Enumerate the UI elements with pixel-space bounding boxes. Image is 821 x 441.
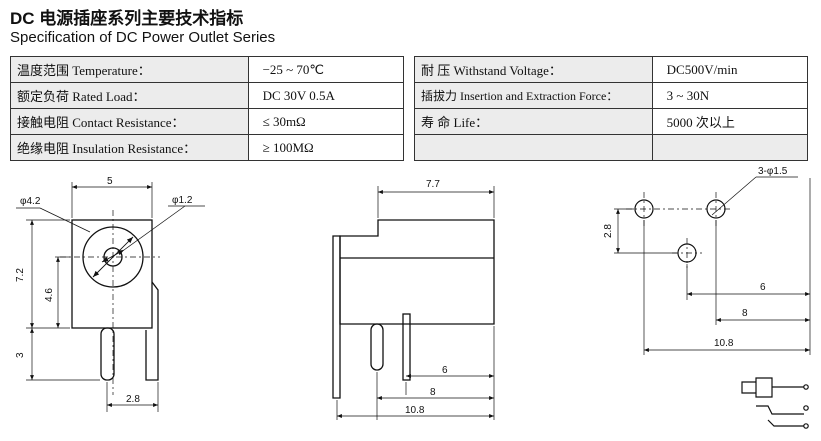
spec-value: ≤ 30mΩ (247, 108, 405, 135)
front-bottom-pin (100, 327, 115, 381)
spec-value: DC500V/min (651, 56, 809, 83)
spec-label: 耐 压 Withstand Voltage： (414, 56, 653, 83)
spec-value: −25 ~ 70℃ (247, 56, 405, 83)
pcb-layout-drawing (614, 176, 811, 355)
dim-front-pin-length: 3 (15, 352, 26, 358)
dim-side-length: 7.7 (426, 179, 440, 190)
side-pin-1 (370, 323, 384, 371)
spec-table-left: 温度范围 Temperature： −25 ~ 70℃ 额定负荷 Rated L… (10, 56, 405, 161)
front-view-drawing (16, 182, 205, 412)
front-body-outline (71, 219, 153, 329)
page-title-cn: DC 电源插座系列主要技术指标 (10, 9, 244, 28)
side-body-outline (339, 219, 495, 325)
dim-side-pin-dist-1: 6 (442, 365, 448, 376)
spec-value: 3 ~ 30N (651, 82, 809, 109)
dim-pcb-dist-1: 6 (760, 282, 766, 293)
front-view-labels: 5 φ4.2 φ1.2 7.2 4.6 3 2.8 (15, 176, 193, 405)
spec-label: 温度范围 Temperature： (10, 56, 249, 83)
spec-label: 绝缘电阻 Insulation Resistance： (10, 134, 249, 161)
dim-pcb-vertical: 2.8 (603, 224, 614, 238)
spec-value: ≥ 100MΩ (247, 134, 405, 161)
spec-row: 寿 命 Life： 5000 次以上 (414, 108, 809, 135)
page-title-en: Specification of DC Power Outlet Series (10, 29, 276, 46)
spec-value: 5000 次以上 (651, 108, 809, 135)
side-pin-2 (402, 313, 411, 381)
dim-front-pin-offset: 2.8 (126, 394, 140, 405)
dim-side-pin-dist-2: 8 (430, 387, 436, 398)
spec-row: 插拔力 Insertion and Extraction Force： 3 ~ … (414, 82, 809, 109)
spec-row: 耐 压 Withstand Voltage： DC500V/min (414, 56, 809, 83)
spec-label: 额定负荷 Rated Load： (10, 82, 249, 109)
dim-pcb-total: 10.8 (714, 338, 734, 349)
side-view-drawing (332, 186, 495, 420)
spec-row (414, 134, 809, 161)
spec-label: 接触电阻 Contact Resistance： (10, 108, 249, 135)
spec-tables: 温度范围 Temperature： −25 ~ 70℃ 额定负荷 Rated L… (10, 56, 809, 166)
spec-table-right: 耐 压 Withstand Voltage： DC500V/min 插拔力 In… (414, 56, 809, 161)
dim-front-height: 7.2 (15, 268, 26, 282)
spec-empty-cell (414, 134, 653, 161)
dim-front-hole-dia: φ4.2 (20, 196, 41, 207)
spec-value: DC 30V 0.5A (247, 82, 405, 109)
side-view-labels: 7.7 6 8 10.8 (405, 179, 448, 416)
spec-label: 插拔力 Insertion and Extraction Force： (414, 82, 653, 109)
spec-empty-cell (651, 134, 809, 161)
dim-side-total-length: 10.8 (405, 405, 425, 416)
spec-row: 绝缘电阻 Insulation Resistance： ≥ 100MΩ (10, 134, 405, 161)
spec-row: 额定负荷 Rated Load： DC 30V 0.5A (10, 82, 405, 109)
schematic-symbol (741, 377, 809, 429)
spec-row: 温度范围 Temperature： −25 ~ 70℃ (10, 56, 405, 83)
pcb-layout-labels: 3-φ1.5 2.8 6 8 10.8 (603, 166, 788, 349)
dim-front-pin-dia: φ1.2 (172, 195, 193, 206)
front-side-pin (145, 281, 159, 381)
dim-front-width: 5 (107, 176, 113, 187)
spec-label: 寿 命 Life： (414, 108, 653, 135)
dim-front-center-height: 4.6 (44, 288, 55, 302)
spec-row: 接触电阻 Contact Resistance： ≤ 30mΩ (10, 108, 405, 135)
dim-pcb-dist-2: 8 (742, 308, 748, 319)
side-front-plate (332, 235, 341, 399)
dim-pcb-holes: 3-φ1.5 (758, 166, 788, 177)
